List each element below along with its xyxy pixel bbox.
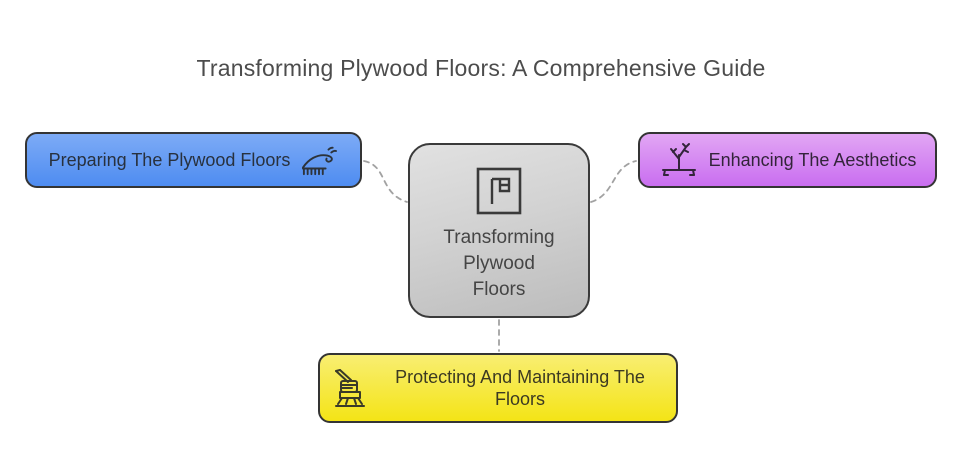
branch-node-label: Preparing The Plywood Floors xyxy=(48,149,291,170)
branch-node-label: Enhancing The Aesthetics xyxy=(708,149,917,170)
branch-node-enhancing[interactable]: Enhancing The Aesthetics xyxy=(638,132,937,188)
hand-plane-icon xyxy=(300,143,338,177)
diagram-title: Transforming Plywood Floors: A Comprehen… xyxy=(196,55,766,81)
connector-right xyxy=(590,160,637,203)
connector-left xyxy=(363,160,408,203)
center-node-transforming-plywood-floors[interactable]: Transforming Plywood Floors xyxy=(408,143,590,318)
branch-node-label: Protecting And Maintaining The Floors xyxy=(395,366,645,410)
floor-polisher-icon xyxy=(328,366,370,410)
center-node-label: Transforming Plywood Floors xyxy=(443,227,555,300)
decor-branch-icon xyxy=(659,140,699,180)
floorplan-icon xyxy=(476,167,522,215)
branch-node-protecting[interactable]: Protecting And Maintaining The Floors xyxy=(318,353,678,423)
branch-node-preparing[interactable]: Preparing The Plywood Floors xyxy=(25,132,362,188)
